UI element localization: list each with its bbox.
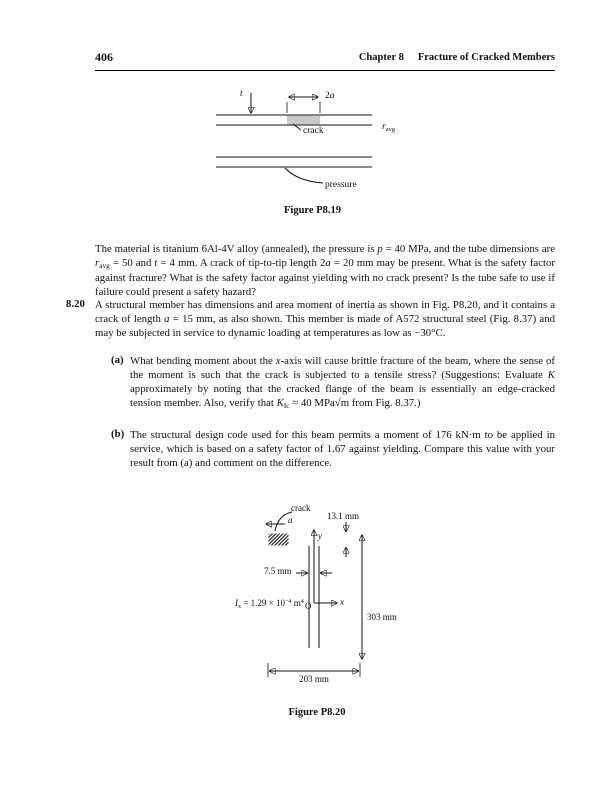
tube-wall-top	[216, 114, 372, 126]
crack-leader	[274, 511, 293, 532]
width-label: 203 mm	[299, 674, 329, 684]
item-b-text: The structural design code used for this…	[130, 429, 555, 469]
thickness-label: t	[240, 89, 243, 99]
pressure-label: pressure	[325, 180, 357, 190]
moment-of-inertia-label: Ix = 1.29 × 10−4 m4	[235, 598, 304, 610]
web	[308, 546, 320, 648]
dimension-2a	[286, 97, 321, 113]
header-rule	[95, 70, 555, 71]
web-thickness-label: 7.5 mm	[264, 566, 292, 576]
bottom-flange	[268, 648, 360, 661]
problem-820-intro: A structural member has dimensions and a…	[95, 299, 556, 339]
running-head-chapter: Chapter 8	[358, 52, 404, 63]
radius-label: ravg	[382, 122, 396, 134]
y-axis-label: y	[318, 531, 322, 541]
crack-region	[287, 115, 320, 125]
origin-label: O	[305, 601, 312, 611]
item-a-text: What bending moment about the x-axis wil…	[130, 355, 555, 411]
dimension-width	[267, 663, 361, 677]
crack-hatch	[268, 533, 289, 546]
figure-p820: crack a 13.1 mm y 7.5 mm Ix = 1.29 × 10−…	[228, 503, 406, 698]
item-b-label: (b)	[111, 428, 125, 440]
figure-p819-caption: Figure P8.19	[284, 205, 341, 216]
crack-leader	[292, 123, 302, 131]
problem-819-continuation: The material is titanium 6Al-4V alloy (a…	[95, 243, 556, 298]
crack-length-label: 2a	[325, 91, 335, 101]
crack-length-label: a	[288, 515, 293, 525]
crack-label: crack	[291, 503, 311, 513]
figure-p819: t 2a crack ravg pressure	[215, 84, 410, 202]
item-a-label: (a)	[111, 354, 124, 366]
beam-diagram	[228, 511, 406, 677]
running-head: Chapter 8 Fracture of Cracked Members	[359, 52, 555, 63]
crack-label: crack	[303, 126, 324, 136]
running-head-title: Fracture of Cracked Members	[417, 52, 555, 63]
pressure-leader	[284, 167, 324, 184]
tube-wall-bottom	[216, 156, 372, 168]
x-axis-label: x	[340, 597, 344, 607]
flange-thickness-label: 13.1 mm	[327, 511, 360, 521]
problem-number: 8.20	[66, 298, 85, 310]
page-number: 406	[95, 50, 113, 64]
figure-p820-caption: Figure P8.20	[288, 707, 346, 718]
depth-label: 303 mm	[367, 612, 397, 622]
tube-diagram	[216, 93, 372, 184]
